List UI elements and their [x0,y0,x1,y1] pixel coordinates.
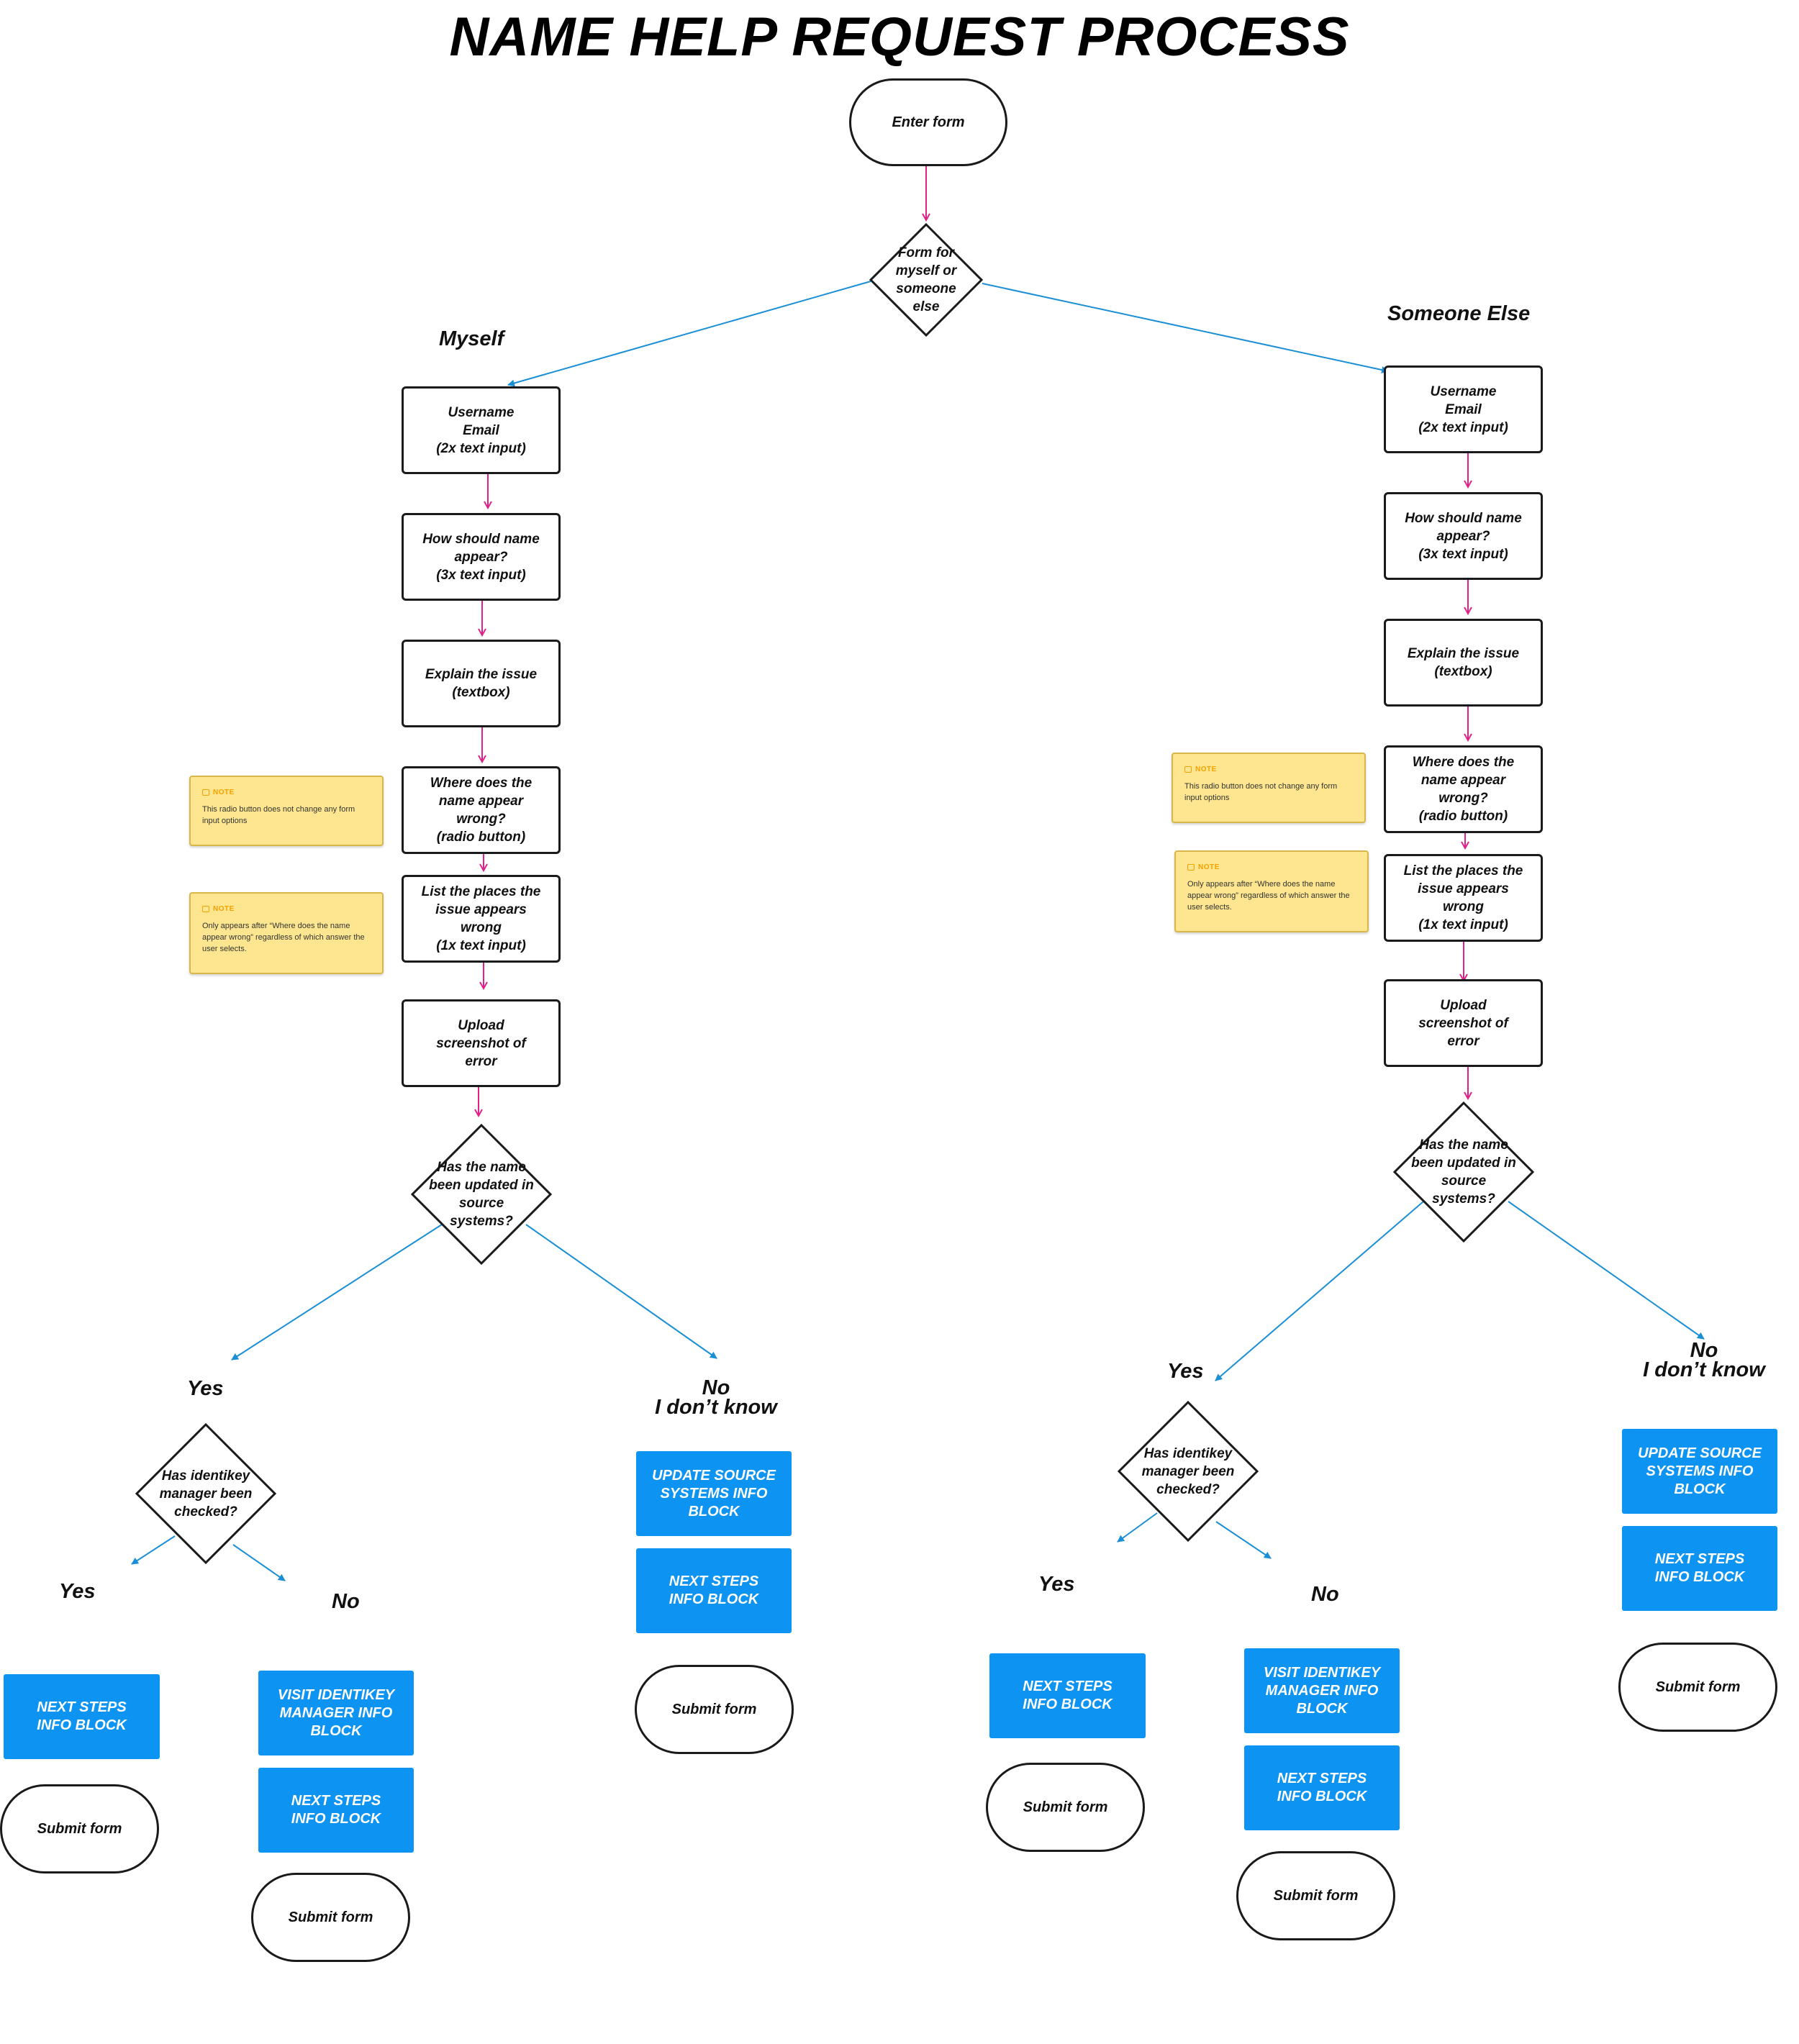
someone-else-label-no: No I don’t know [1643,1339,1765,1381]
myself-step-username-email: Username Email (2x text input) [402,386,561,474]
note-tag: NOTE [1195,766,1217,773]
myself-step-upload-screenshot: Upload screenshot of error [402,999,561,1087]
someone-else-no-update-source-block: UPDATE SOURCE SYSTEMS INFO BLOCK [1622,1429,1777,1514]
branch-arrows [131,281,1705,1581]
someone-else-step-username-email: Username Email (2x text input) [1384,365,1543,453]
note-tag: NOTE [213,905,235,913]
first-decision-text: Form for myself or someone else [895,245,957,314]
note-icon [1184,766,1192,773]
myself-no-update-source-block: UPDATE SOURCE SYSTEMS INFO BLOCK [636,1451,792,1536]
decision-shape [1118,1401,1259,1542]
someone-else-step-list-places: List the places the issue appears wrong … [1384,854,1543,942]
myself-sub-label-no: No [332,1590,360,1613]
someone-else-note-radio: NOTE This radio button does not change a… [1172,753,1366,823]
someone-else-sub-no-next-steps-block: NEXT STEPS INFO BLOCK [1244,1745,1400,1830]
step-arrows [479,166,1468,1115]
someone-else-sub-yes-next-steps-block: NEXT STEPS INFO BLOCK [989,1653,1146,1738]
note-icon [202,906,209,912]
someone-else-step-upload-screenshot: Upload screenshot of error [1384,979,1543,1067]
myself-decision-source-updated: Has the name been updated in source syst… [411,1124,552,1265]
someone-else-decision-source-updated: Has the name been updated in source syst… [1393,1102,1534,1243]
note-tag: NOTE [1198,863,1220,871]
decision-shape [135,1423,276,1564]
myself-note-list: NOTE Only appears after “Where does the … [189,892,384,974]
diagram-title: NAME HELP REQUEST PROCESS [449,6,1350,68]
arrow-to-someone-else [982,283,1389,373]
myself-step-list-places: List the places the issue appears wrong … [402,875,561,963]
note-header: NOTE [1187,863,1357,871]
myself-sub-no-next-steps-block: NEXT STEPS INFO BLOCK [258,1768,414,1853]
decision-shape [1393,1102,1534,1243]
someone-else-no-submit: Submit form [1618,1643,1777,1732]
someone-else-sub-label-no: No [1311,1583,1339,1606]
decision-text: Has the name been updated in source syst… [429,1160,534,1229]
arrow-m-sub-no [232,1544,286,1581]
myself-step-name-appear: How should name appear? (3x text input) [402,513,561,601]
arrow-m-yes [231,1224,443,1361]
note-text: This radio button does not change any fo… [1184,782,1338,802]
myself-sub-no-submit: Submit form [251,1873,410,1962]
myself-sub-label-yes: Yes [59,1580,96,1603]
arrow-m-no [525,1224,717,1359]
note-text: Only appears after “Where does the name … [202,922,365,953]
someone-else-step-explain-issue: Explain the issue (textbox) [1384,619,1543,707]
myself-label-no: No I don’t know [655,1376,777,1419]
myself-label-yes: Yes [187,1377,224,1400]
myself-decision-identikey: Has identikey manager been checked? [135,1423,276,1564]
someone-else-decision-identikey: Has identikey manager been checked? [1118,1401,1259,1542]
arrow-s-sub-yes [1117,1512,1158,1543]
decision-shape [411,1124,552,1265]
arrow-to-myself [507,281,871,387]
branch-label-someone-else: Someone Else [1387,302,1531,325]
myself-note-radio: NOTE This radio button does not change a… [189,776,384,846]
note-icon [202,789,209,796]
note-text: This radio button does not change any fo… [202,805,355,825]
myself-step-explain-issue: Explain the issue (textbox) [402,640,561,727]
first-decision: Form for myself or someone else [869,223,983,337]
someone-else-label-yes: Yes [1167,1360,1204,1383]
someone-else-step-name-appear: How should name appear? (3x text input) [1384,492,1543,580]
someone-else-sub-label-yes: Yes [1038,1573,1075,1596]
note-icon [1187,864,1195,871]
myself-step-where-wrong: Where does the name appear wrong? (radio… [402,766,561,854]
note-header: NOTE [1184,766,1354,773]
note-header: NOTE [202,905,372,913]
arrow-s-no [1508,1201,1705,1340]
arrow-s-sub-no [1215,1521,1272,1559]
myself-sub-yes-next-steps-block: NEXT STEPS INFO BLOCK [4,1674,160,1759]
myself-no-next-steps-block: NEXT STEPS INFO BLOCK [636,1548,792,1633]
someone-else-no-next-steps-block: NEXT STEPS INFO BLOCK [1622,1526,1777,1611]
myself-sub-no-visit-identikey-block: VISIT IDENTIKEY MANAGER INFO BLOCK [258,1671,414,1755]
someone-else-sub-no-visit-identikey-block: VISIT IDENTIKEY MANAGER INFO BLOCK [1244,1648,1400,1733]
someone-else-sub-yes-submit: Submit form [986,1763,1145,1852]
start-enter-form: Enter form [849,78,1007,166]
arrow-s-yes [1215,1201,1424,1381]
someone-else-step-where-wrong: Where does the name appear wrong? (radio… [1384,745,1543,833]
arrow-m-sub-yes [131,1535,176,1565]
someone-else-note-list: NOTE Only appears after “Where does the … [1174,850,1369,932]
note-header: NOTE [202,789,372,796]
myself-sub-yes-submit: Submit form [0,1784,159,1873]
note-tag: NOTE [213,789,235,796]
branch-label-myself: Myself [439,327,504,350]
myself-no-submit: Submit form [635,1665,794,1754]
decision-text: Has identikey manager been checked? [1141,1445,1235,1497]
decision-text: Has the name been updated in source syst… [1411,1137,1516,1207]
someone-else-sub-no-submit: Submit form [1236,1851,1395,1940]
note-text: Only appears after “Where does the name … [1187,880,1350,912]
first-decision-shape [869,223,983,337]
decision-text: Has identikey manager been checked? [159,1468,253,1520]
